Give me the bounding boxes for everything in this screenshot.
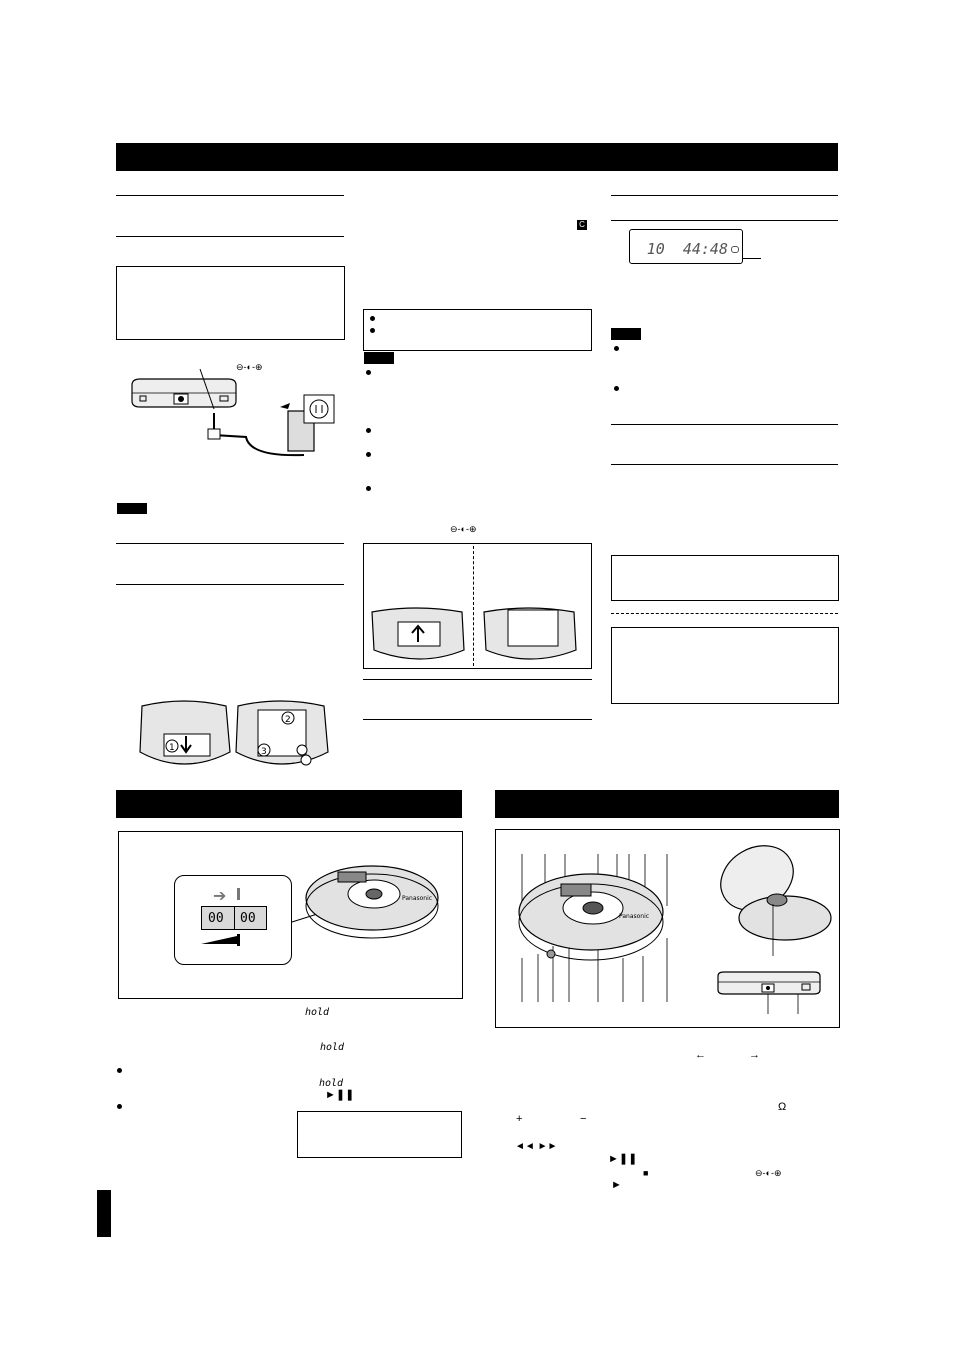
dotted-separator <box>473 546 474 666</box>
hold-switch-callout: ➔ 00 00 <box>174 875 292 965</box>
hold-indicator-text: hold <box>320 1042 345 1053</box>
bullet <box>366 486 371 491</box>
divider-rule <box>363 679 592 680</box>
lcd-display: 10 44:48 <box>629 229 743 264</box>
section-header-bar-controls <box>495 790 839 818</box>
divider-rule <box>611 220 838 221</box>
dashed-separator <box>611 613 838 614</box>
hold-switch[interactable]: 00 00 <box>201 906 267 930</box>
hold-indicator-mark <box>237 888 240 900</box>
svg-text:1: 1 <box>169 743 175 753</box>
divider-rule <box>116 195 344 196</box>
dc-symbol-icon: ⊖-◐-⊕ <box>450 524 477 534</box>
bullet <box>117 1104 122 1109</box>
hold-indicator-text: hold <box>319 1078 344 1089</box>
hold-switch-divider <box>234 907 235 929</box>
bullet <box>117 1068 122 1073</box>
caution-box <box>611 555 839 601</box>
skip-icon: ◄◄ ►► <box>515 1141 558 1152</box>
bullet <box>366 452 371 457</box>
arrow-right-icon: ➔ <box>213 888 227 905</box>
hold-indicator-text: hold <box>305 1007 330 1018</box>
section-header-bar-hold <box>116 790 462 818</box>
hold-switch-left-label: 00 <box>208 911 224 926</box>
bullet <box>370 328 375 333</box>
warning-box <box>611 627 839 704</box>
controls-side-illustration <box>717 971 821 1014</box>
divider-rule <box>116 236 344 237</box>
divider-rule <box>116 543 344 544</box>
bullet <box>366 428 371 433</box>
volume-plus-icon: + <box>516 1113 523 1125</box>
dc-symbol-icon: ⊖-◐-⊕ <box>236 362 263 372</box>
play-icon: ► <box>611 1179 622 1191</box>
arrow-left-icon: ← <box>695 1049 706 1061</box>
bullet <box>614 386 619 391</box>
ac-adaptor-illustration <box>131 368 335 457</box>
callout-line <box>743 258 761 259</box>
svg-text:2: 2 <box>285 715 291 725</box>
controls-open-illustration <box>720 845 832 956</box>
battery-compartment-illustration <box>371 607 577 660</box>
divider-rule <box>611 195 838 196</box>
dc-symbol-icon: ⊖-◐-⊕ <box>755 1168 782 1178</box>
repeat-icon <box>731 246 739 253</box>
hold-wedge-icon <box>201 936 237 944</box>
player-hold-illustration: Panasonic <box>291 865 439 939</box>
stop-icon: ■ <box>643 1168 649 1178</box>
volume-minus-icon: − <box>580 1113 587 1125</box>
lcd-readout: 10 44:48 <box>646 240 728 258</box>
controls-top-illustration: Panasonic <box>518 854 668 1002</box>
section-header-bar-top <box>116 143 838 171</box>
divider-rule <box>116 584 344 585</box>
instruction-box <box>363 309 592 351</box>
headphone-icon: Ω <box>778 1101 787 1113</box>
note-badge <box>364 352 394 364</box>
page-edge-tab <box>97 1190 111 1237</box>
bullet <box>370 316 375 321</box>
divider-rule <box>611 424 838 425</box>
divider-rule <box>363 719 592 720</box>
battery-insert-illustration: 1 2 3 <box>139 700 329 766</box>
bullet <box>366 370 371 375</box>
svg-text:Panasonic: Panasonic <box>402 895 432 902</box>
play-pause-icon: ►❚❚ <box>325 1089 355 1101</box>
hold-indicator-mark <box>237 934 240 946</box>
note-badge <box>611 328 641 340</box>
arrow-right-icon: → <box>749 1049 760 1061</box>
bullet <box>614 346 619 351</box>
caution-box <box>116 266 345 340</box>
hold-switch-right-label: 00 <box>240 911 256 926</box>
play-pause-icon: ►❚❚ <box>608 1153 638 1165</box>
caution-box <box>297 1111 462 1158</box>
svg-text:3: 3 <box>261 747 267 757</box>
divider-rule <box>611 464 838 465</box>
note-badge <box>117 503 147 514</box>
cd-mark-icon: C <box>577 220 587 230</box>
svg-text:Panasonic: Panasonic <box>619 913 649 920</box>
